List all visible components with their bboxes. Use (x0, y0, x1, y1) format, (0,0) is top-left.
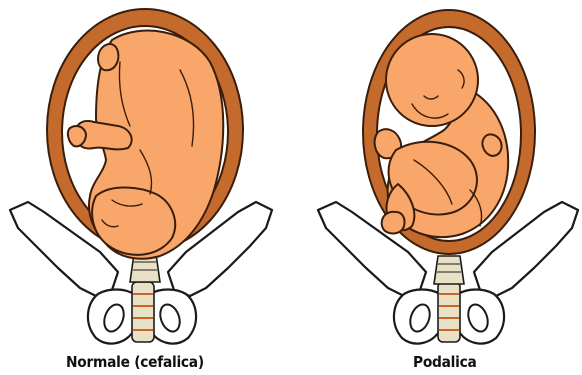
caption-cephalic: Normale (cefalica) (66, 353, 204, 371)
cervix (434, 256, 464, 284)
sacrum (438, 282, 460, 342)
fetus-hand (68, 126, 86, 146)
figure-cephalic (10, 9, 272, 344)
fetus-head (92, 188, 175, 255)
sacrum (132, 282, 154, 342)
fetus-hand (482, 134, 501, 156)
figure-breech (318, 10, 578, 344)
fetus-foot (98, 44, 118, 70)
caption-breech: Podalica (413, 353, 477, 371)
fetus-foot (382, 212, 405, 234)
